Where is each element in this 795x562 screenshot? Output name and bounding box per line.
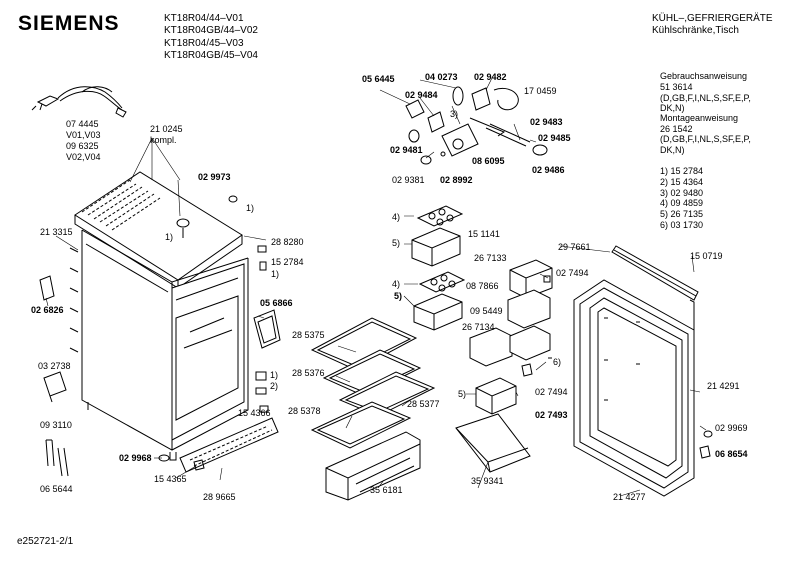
part-label: 21 0245: [150, 124, 183, 134]
part-label: 09 5449: [470, 306, 503, 316]
doc-line: DK,N): [660, 103, 685, 113]
part-label: 06 5644: [40, 484, 73, 494]
category-line-1: KÜHL–,GEFRIERGERÄTE: [652, 13, 773, 24]
legend-item: 3) 02 9480: [660, 188, 704, 198]
part-label: 26 7134: [462, 322, 495, 332]
part-label: 08 6095: [472, 156, 505, 166]
part-label: 02 9482: [474, 72, 507, 82]
part-label: 02 9381: [392, 175, 425, 185]
power-cord-drawing: [31, 86, 127, 118]
part-label: 1): [270, 370, 279, 380]
model-code-1: KT18R04/44–V01: [164, 13, 244, 24]
part-label: 28 5376: [292, 368, 325, 378]
leader-lines: [45, 77, 707, 497]
part-label: 5): [394, 291, 403, 301]
doc-line: (D,GB,F,I,NL,S,SF,E,P,: [660, 134, 751, 144]
part-label: 5): [458, 389, 467, 399]
part-label: 1): [246, 203, 255, 213]
part-label: 02 9968: [119, 453, 152, 463]
part-label: 15 1141: [468, 229, 500, 239]
legend-item: 1) 15 2784: [660, 166, 704, 176]
part-label: 15 2784: [271, 257, 304, 267]
legend-item: 6) 03 1730: [660, 220, 704, 230]
door-shelf-drawing: [455, 413, 531, 473]
model-code-2: KT18R04GB/44–V02: [164, 25, 258, 36]
part-label: 35 6181: [370, 485, 403, 495]
part-label: 02 9483: [530, 117, 563, 127]
doc-line: DK,N): [660, 145, 685, 155]
part-label: 6): [553, 357, 562, 367]
part-label: 05 6445: [362, 74, 395, 84]
door-racks-drawing: [411, 205, 553, 415]
part-label: 05 6866: [260, 298, 293, 308]
part-label: 02 7494: [535, 387, 568, 397]
part-label: 1): [271, 269, 280, 279]
doc-line: (D,GB,F,I,NL,S,SF,E,P,: [660, 93, 751, 103]
part-label: 02 8992: [440, 175, 473, 185]
part-label: 28 5375: [292, 330, 325, 340]
part-label: 2): [270, 381, 279, 391]
legend-item: 4) 09 4859: [660, 198, 704, 208]
part-label: 4): [392, 279, 401, 289]
part-label: 02 9485: [538, 133, 571, 143]
part-label: 21 4291: [707, 381, 740, 391]
part-label: 35 9341: [471, 476, 504, 486]
part-label: 15 4365: [154, 474, 187, 484]
part-label: 28 9665: [203, 492, 236, 502]
part-label: 02 7494: [556, 268, 589, 278]
document-code: e252721-2/1: [17, 536, 74, 547]
relay-box-drawing: [43, 371, 67, 397]
part-label: 4): [392, 212, 401, 222]
hinge-drawing: [39, 275, 55, 301]
part-label: kompl.: [150, 135, 177, 145]
model-code-3: KT18R04/45–V03: [164, 38, 244, 49]
part-label: 17 0459: [524, 86, 557, 96]
part-label: 02 9969: [715, 423, 748, 433]
part-label: 21 4277: [613, 492, 646, 502]
doc-line: Gebrauchsanweisung: [660, 71, 748, 81]
doc-line: 51 3614: [660, 82, 693, 92]
legend-item: 5) 26 7135: [660, 209, 704, 219]
part-label: 29 7661: [558, 242, 591, 252]
part-label: V01,V03: [66, 130, 101, 140]
part-label: 07 4445: [66, 119, 99, 129]
base-grille-drawing: [179, 417, 279, 473]
part-label: 26 7133: [474, 253, 507, 263]
part-label: 3): [450, 109, 459, 119]
tube-drawing: [45, 439, 55, 467]
part-label: 02 7493: [535, 410, 568, 420]
model-code-4: KT18R04GB/45–V04: [164, 50, 258, 61]
part-label: 28 5378: [288, 406, 321, 416]
part-label: 02 9486: [532, 165, 565, 175]
part-label: 28 5377: [407, 399, 440, 409]
doc-line: 26 1542: [660, 124, 693, 134]
part-label: V02,V04: [66, 152, 101, 162]
fridge-cabinet-drawing: [69, 171, 281, 461]
part-label: 02 9973: [198, 172, 231, 182]
part-label: 15 0719: [690, 251, 723, 261]
category-line-2: Kühlschränke,Tisch: [652, 25, 739, 36]
thermostat-assembly-drawing: [405, 86, 548, 165]
brand-logo: SIEMENS: [18, 12, 120, 35]
part-label: 06 8654: [715, 449, 748, 459]
part-label: 15 4366: [238, 408, 271, 418]
part-label: 09 6325: [66, 141, 99, 151]
legend-item: 2) 15 4364: [660, 177, 704, 187]
part-label: 28 8280: [271, 237, 304, 247]
part-label: 02 6826: [31, 305, 64, 315]
part-label: 03 2738: [38, 361, 71, 371]
part-label: 02 9481: [390, 145, 423, 155]
part-label: 08 7866: [466, 281, 499, 291]
part-label: 02 9484: [405, 90, 438, 100]
door-drawing: [573, 279, 695, 497]
part-label: 1): [165, 232, 174, 242]
glass-shelves-drawing: [310, 317, 436, 449]
doc-line: Montageanweisung: [660, 113, 739, 123]
part-label: 09 3110: [40, 420, 72, 430]
part-label: 5): [392, 238, 401, 248]
part-label: 04 0273: [425, 72, 458, 82]
part-label: 21 3315: [40, 227, 73, 237]
